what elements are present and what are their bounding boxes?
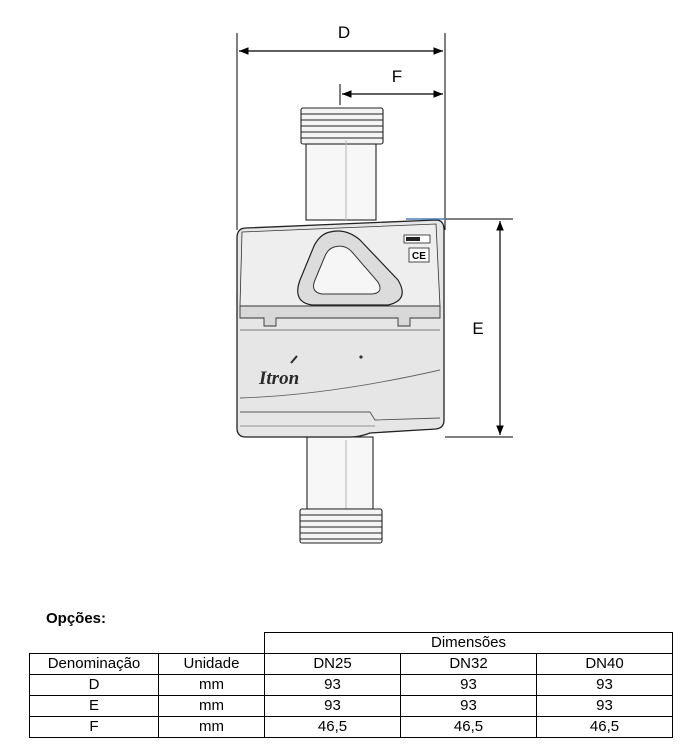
table-cell: 93 (536, 674, 673, 696)
table-row: E mm 93 93 93 (29, 695, 673, 717)
dimension-e: E (445, 218, 513, 438)
table-cell: D (29, 674, 159, 696)
table-cell: 93 (400, 695, 537, 717)
table-cell: 46,5 (400, 716, 537, 738)
column-header: DN40 (536, 653, 673, 675)
dimensions-group-header: Dimensões (264, 632, 673, 654)
column-header: Unidade (158, 653, 265, 675)
table-cell: F (29, 716, 159, 738)
dimension-f-label: F (392, 67, 402, 86)
table-cell: mm (158, 716, 265, 738)
dimension-e-label: E (472, 319, 483, 338)
water-meter-drawing: D F E (236, 23, 513, 544)
table-row: F mm 46,5 46,5 46,5 (29, 716, 673, 738)
label-badge (403, 234, 431, 244)
table-cell: E (29, 695, 159, 717)
bottom-connector (299, 436, 383, 544)
table-cell: mm (158, 695, 265, 717)
dimension-f: F (339, 67, 443, 105)
table-cell: mm (158, 674, 265, 696)
column-header: Denominação (29, 653, 159, 675)
itron-logo: Itron (258, 368, 299, 389)
table-cell: 93 (400, 674, 537, 696)
dimensions-table: Dimensões Denominação Unidade DN25 DN32 … (29, 632, 673, 738)
options-title: Opções: (46, 610, 107, 627)
dimension-d-label: D (338, 23, 350, 42)
table-cell: 93 (264, 674, 401, 696)
ce-mark-icon: CE (408, 247, 430, 263)
table-group-header-row: Dimensões (30, 632, 673, 654)
dimension-d: D (236, 23, 446, 230)
table-cell: 93 (536, 695, 673, 717)
column-header: DN32 (400, 653, 537, 675)
table-cell: 93 (264, 695, 401, 717)
table-header-row: Denominação Unidade DN25 DN32 DN40 (29, 653, 673, 675)
svg-text:CE: CE (412, 251, 426, 262)
table-cell: 46,5 (264, 716, 401, 738)
column-header: DN25 (264, 653, 401, 675)
table-cell: 46,5 (536, 716, 673, 738)
display-window (297, 230, 403, 306)
table-row: D mm 93 93 93 (29, 674, 673, 696)
top-connector (300, 107, 384, 221)
